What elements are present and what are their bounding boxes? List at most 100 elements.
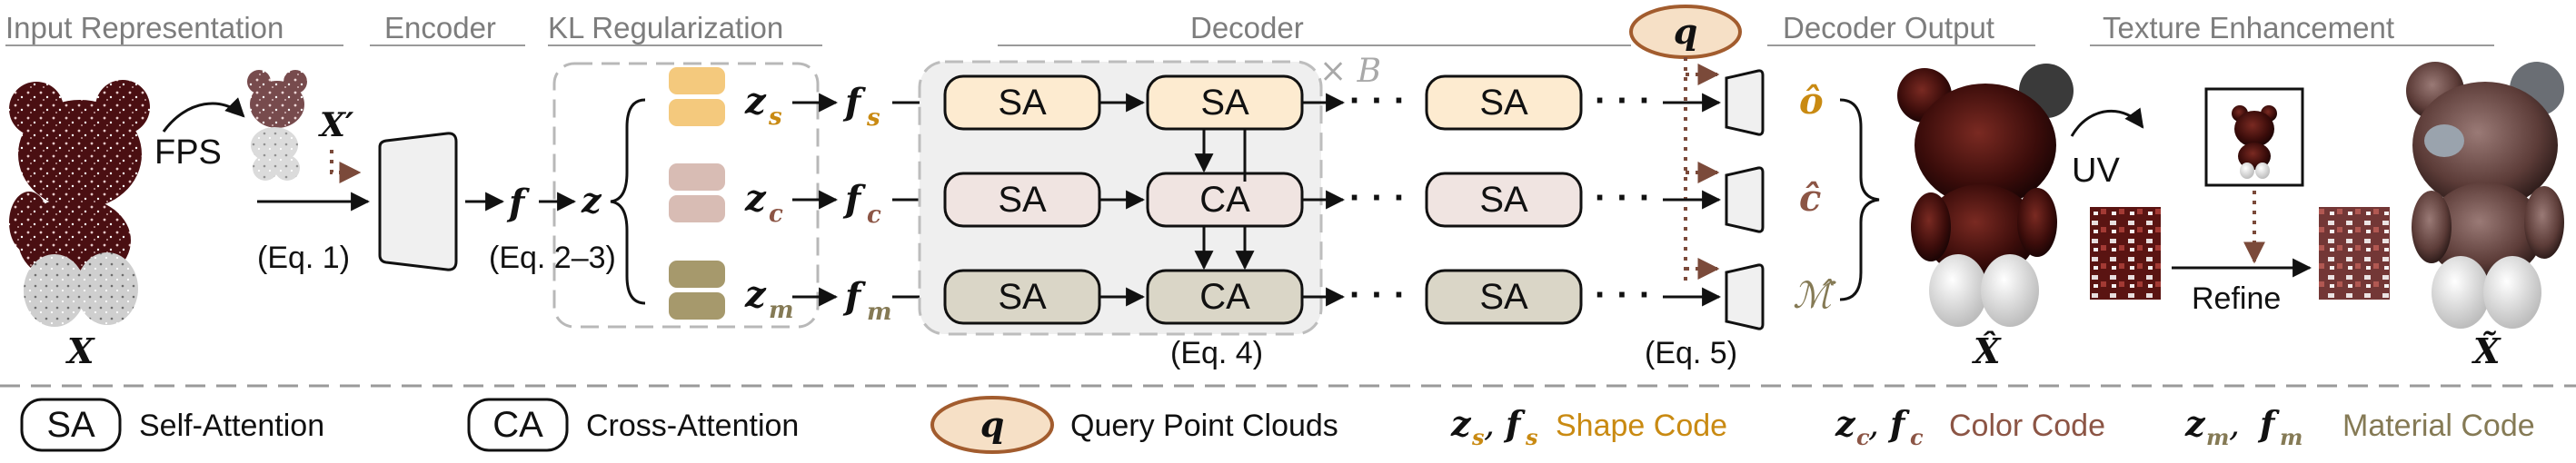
sampled-bear-pointcloud [247, 70, 307, 181]
legend-shape-text: Shape Code [1556, 409, 1727, 443]
ca-block-material-label: CA [1199, 277, 1250, 317]
sa-block-material-final-label: SA [1479, 277, 1528, 317]
color-head [1725, 166, 1765, 233]
legend-shape-z-sub: s [1471, 424, 1485, 450]
eq4-label: (Eq. 4) [1170, 336, 1263, 370]
section-headers: Input Representation Encoder KL Regulari… [5, 11, 2494, 46]
shape-latent-bar-2 [669, 99, 725, 126]
dots-material-1: · · · [1349, 275, 1406, 315]
legend-shape-sep: , [1484, 404, 1495, 444]
fps-arrow [162, 97, 245, 133]
kl-box [552, 62, 820, 329]
legend-color-z-sub: c [1856, 424, 1870, 450]
legend-color-sep: , [1868, 404, 1879, 444]
legend-material-sep: , [2229, 404, 2240, 444]
refine-label: Refine [2192, 281, 2281, 316]
sa-block-material-final [1425, 269, 1583, 325]
header-decoder-output: Decoder Output [1783, 11, 1994, 44]
refined-texture-map [2319, 207, 2390, 300]
uv-texture-map [2090, 207, 2161, 300]
zm-symbol: z [744, 273, 767, 316]
sa-block-color-final [1425, 172, 1583, 228]
legend-sa-label: SA [46, 405, 95, 445]
occupancy-head [1725, 69, 1765, 136]
enhanced-bear [2406, 62, 2564, 329]
color-latent-bar-2 [669, 195, 725, 222]
x-hat-label: X̂ [1972, 330, 2002, 371]
sa-block-shape-final [1425, 74, 1583, 131]
z-label: z [581, 180, 602, 221]
x-tilde-label: X̃ [2472, 330, 2501, 371]
output-c-hat: ĉ [1799, 177, 1821, 220]
legend-material-f-sub: m [2280, 424, 2302, 450]
fps-label: FPS [154, 133, 222, 172]
dots-material-2: · · · [1595, 275, 1651, 315]
output-brace [1839, 98, 1880, 301]
fm-symbol: f [842, 275, 866, 318]
zs-subscript: s [768, 103, 782, 131]
color-latent-bar-1 [669, 163, 725, 191]
header-decoder: Decoder [1190, 11, 1304, 44]
sa-block-color-1-label: SA [998, 180, 1047, 220]
legend-color-z: z [1835, 403, 1856, 444]
eq5-label: (Eq. 5) [1645, 336, 1737, 370]
zs-symbol: z [744, 80, 767, 123]
legend-material-text: Material Code [2342, 409, 2535, 443]
legend-ca-label: CA [492, 405, 543, 445]
eq1-label: (Eq. 1) [257, 241, 350, 275]
dots-color-2: · · · [1595, 178, 1651, 218]
legend-sa-text: Self-Attention [139, 409, 324, 443]
header-encoder: Encoder [384, 11, 496, 44]
times-b-label: × B [1319, 53, 1381, 90]
fm-subscript: m [867, 299, 892, 326]
legend-material-f: f [2257, 403, 2280, 444]
legend-material-z-sub: m [2206, 424, 2229, 450]
legend: SA Self-Attention CA Cross-Attention q Q… [20, 396, 2535, 454]
legend-color-f-sub: c [1910, 424, 1924, 450]
header-kl-regularization: KL Regularization [548, 11, 783, 44]
material-latent-bar-1 [669, 261, 725, 288]
legend-color-text: Color Code [1949, 409, 2105, 443]
decoder-output-bear [1897, 64, 2074, 327]
dots-shape-2: · · · [1595, 81, 1651, 121]
f-label: f [506, 182, 530, 224]
x-prime-label: X′ [318, 106, 354, 144]
query-label: q [1674, 11, 1698, 52]
fs-symbol: f [842, 81, 866, 123]
sa-block-shape-final-label: SA [1479, 83, 1528, 123]
dots-color-1: · · · [1349, 178, 1406, 218]
zc-symbol: z [744, 177, 767, 220]
dots-shape-1: · · · [1349, 81, 1406, 121]
uv-label: UV [2072, 152, 2120, 190]
legend-sa-swatch [20, 398, 122, 452]
legend-shape-z: z [1450, 403, 1472, 444]
sa-block-shape-2-label: SA [1200, 83, 1249, 123]
shape-latent-bar-1 [669, 67, 725, 94]
legend-color-f: f [1887, 403, 1910, 444]
legend-ca-text: Cross-Attention [586, 409, 799, 443]
legend-material-z: z [2184, 403, 2206, 444]
sa-block-color-final-label: SA [1479, 180, 1528, 220]
kl-brace [610, 98, 646, 305]
header-texture-enhancement: Texture Enhancement [2103, 11, 2394, 44]
legend-ca-swatch [467, 398, 569, 452]
ca-block-color-label: CA [1199, 180, 1250, 220]
sa-block-material-1-label: SA [998, 277, 1047, 317]
uv-arrow [2070, 107, 2144, 137]
zm-subscript: m [769, 297, 794, 324]
rendered-view-bear [2232, 105, 2277, 179]
header-input-representation: Input Representation [5, 11, 283, 44]
output-m-hat: ℳ̂ [1793, 275, 1836, 317]
legend-shape-f-sub: s [1525, 424, 1538, 450]
input-bear-pointcloud [9, 80, 150, 327]
fc-symbol: f [842, 178, 866, 221]
material-head [1725, 263, 1765, 330]
fc-subscript: c [867, 202, 881, 229]
input-x-label: X [65, 330, 95, 371]
x-prime-dotted-arrow [330, 150, 362, 183]
eq23-label: (Eq. 2–3) [489, 241, 616, 275]
legend-shape-f: f [1503, 403, 1526, 444]
encoder-block [378, 132, 458, 271]
legend-query-swatch [930, 396, 1054, 454]
